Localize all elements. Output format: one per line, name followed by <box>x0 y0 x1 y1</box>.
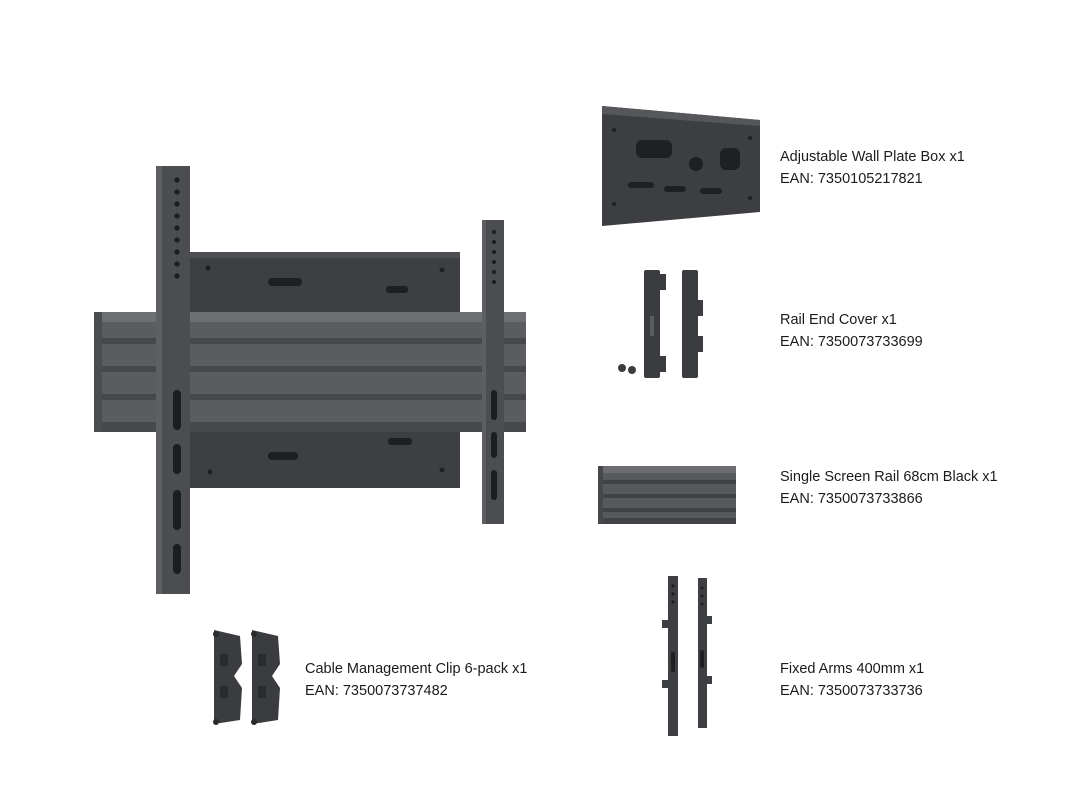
assembled-mount-image <box>90 160 540 600</box>
wall-plate-box-image <box>600 100 762 228</box>
product-label-cable-clip: Cable Management Clip 6-pack x1 EAN: 735… <box>305 658 527 702</box>
rail-end-cover-image <box>614 266 704 382</box>
screen-rail-image <box>596 462 738 528</box>
product-label-screen-rail: Single Screen Rail 68cm Black x1 EAN: 73… <box>780 466 998 510</box>
product-name: Fixed Arms 400mm x1 <box>780 661 925 677</box>
product-label-fixed-arms: Fixed Arms 400mm x1 EAN: 7350073733736 <box>780 658 924 702</box>
product-ean: EAN: 7350073737482 <box>305 683 448 699</box>
product-ean: EAN: 7350073733736 <box>780 683 923 699</box>
product-label-rail-end-cover: Rail End Cover x1 EAN: 7350073733699 <box>780 309 923 353</box>
product-ean: EAN: 7350073733866 <box>780 491 923 507</box>
product-ean: EAN: 7350105217821 <box>780 171 923 187</box>
product-name: Cable Management Clip 6-pack x1 <box>305 661 528 677</box>
product-name: Single Screen Rail 68cm Black x1 <box>780 469 998 485</box>
product-name: Rail End Cover x1 <box>780 312 897 328</box>
product-label-wall-plate-box: Adjustable Wall Plate Box x1 EAN: 735010… <box>780 146 965 190</box>
fixed-arms-image <box>658 572 718 740</box>
product-name: Adjustable Wall Plate Box x1 <box>780 149 965 165</box>
cable-clip-image <box>206 624 290 730</box>
product-ean: EAN: 7350073733699 <box>780 334 923 350</box>
